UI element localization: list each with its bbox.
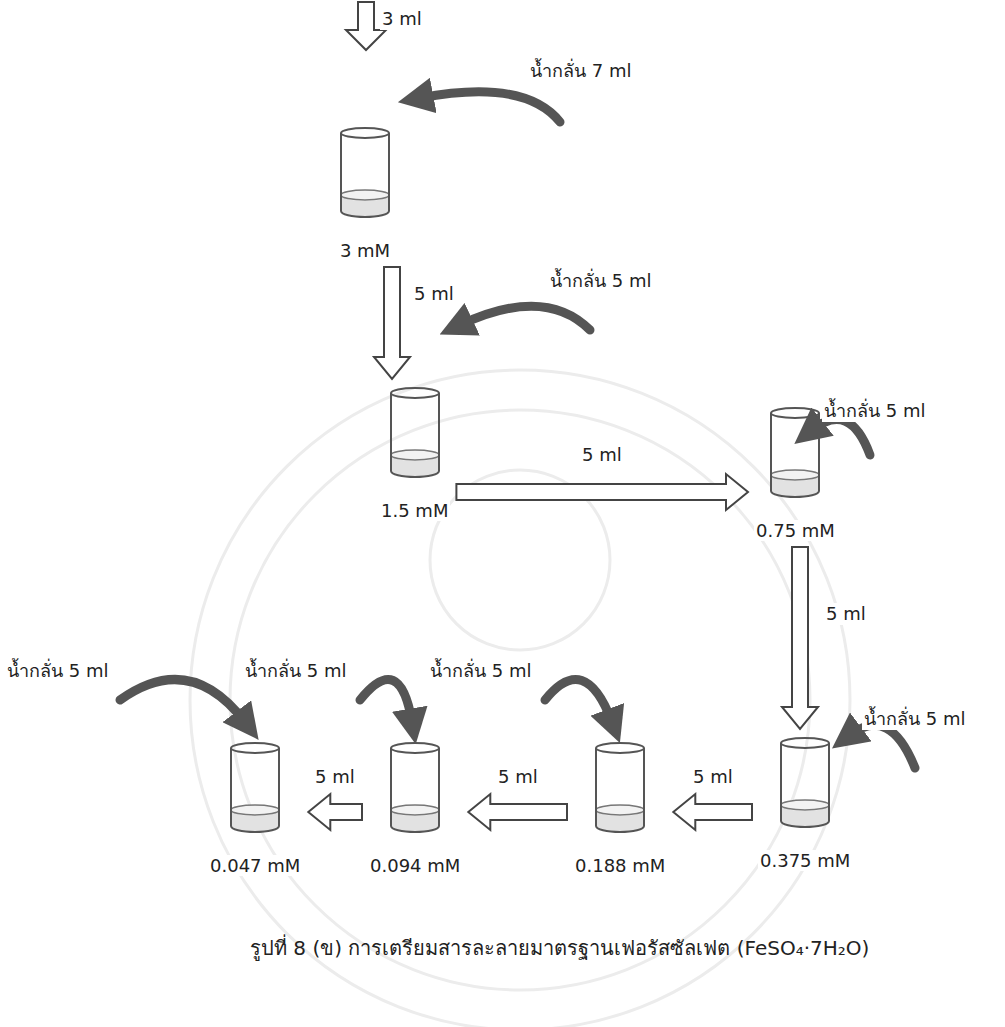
volume-label: 5 ml xyxy=(313,766,357,788)
water-label: น้ำกลั่น 7 ml xyxy=(528,60,633,82)
water-label: น้ำกลั่น 5 ml xyxy=(822,400,927,422)
figure-caption: รูปที่ 8 (ข) การเตรียมสารละลายมาตรฐานเฟอ… xyxy=(250,936,869,960)
transfer-arrow xyxy=(782,547,818,729)
water-arrows xyxy=(120,92,915,768)
transfer-arrow xyxy=(468,794,567,830)
concentration-label: 1.5 mM xyxy=(379,500,450,521)
tube-node: 0.094 mM xyxy=(368,740,462,876)
transfer-arrow xyxy=(374,267,410,379)
transfer-arrow xyxy=(456,474,748,510)
test-tube xyxy=(777,735,833,830)
water-label: น้ำกลั่น 5 ml xyxy=(428,660,533,682)
test-tube xyxy=(592,740,648,835)
transfer-arrow xyxy=(673,794,752,830)
volume-label: 5 ml xyxy=(580,444,624,466)
volume-label: 5 ml xyxy=(824,603,868,625)
volume-label: 5 ml xyxy=(691,766,735,788)
block-arrow xyxy=(468,794,567,830)
water-label: น้ำกลั่น 5 ml xyxy=(548,270,653,292)
tube-node: 1.5 mM xyxy=(379,385,450,521)
concentration-label: 0.75 mM xyxy=(754,520,837,541)
concentration-label: 3 mM xyxy=(338,240,392,261)
transfer-arrow xyxy=(308,794,362,830)
tube-node: 0.75 mM xyxy=(754,405,837,541)
test-tube xyxy=(387,740,443,835)
test-tube xyxy=(227,740,283,835)
block-arrow xyxy=(374,267,410,379)
test-tube xyxy=(337,125,393,220)
concentration-label: 0.188 mM xyxy=(573,855,667,876)
volume-label: 5 ml xyxy=(412,283,456,305)
concentration-label: 0.375 mM xyxy=(758,850,852,871)
tube-node: 0.188 mM xyxy=(573,740,667,876)
water-label: น้ำกลั่น 5 ml xyxy=(5,660,110,682)
test-tube xyxy=(387,385,443,480)
concentration-label: 0.047 mM xyxy=(208,855,302,876)
block-arrow xyxy=(673,794,752,830)
tube-node: 3 mM xyxy=(337,125,393,261)
water-label: น้ำกลั่น 5 ml xyxy=(862,708,967,730)
test-tube xyxy=(767,405,823,500)
block-arrow xyxy=(308,794,362,830)
water-label: น้ำกลั่น 5 ml xyxy=(243,660,348,682)
volume-label: 3 ml xyxy=(380,8,424,30)
block-arrow xyxy=(456,474,748,510)
tube-node: 0.047 mM xyxy=(208,740,302,876)
tube-node: 0.375 mM xyxy=(758,735,852,871)
concentration-label: 0.094 mM xyxy=(368,855,462,876)
block-arrow xyxy=(782,547,818,729)
volume-label: 5 ml xyxy=(496,766,540,788)
seal-watermark xyxy=(190,370,850,1027)
